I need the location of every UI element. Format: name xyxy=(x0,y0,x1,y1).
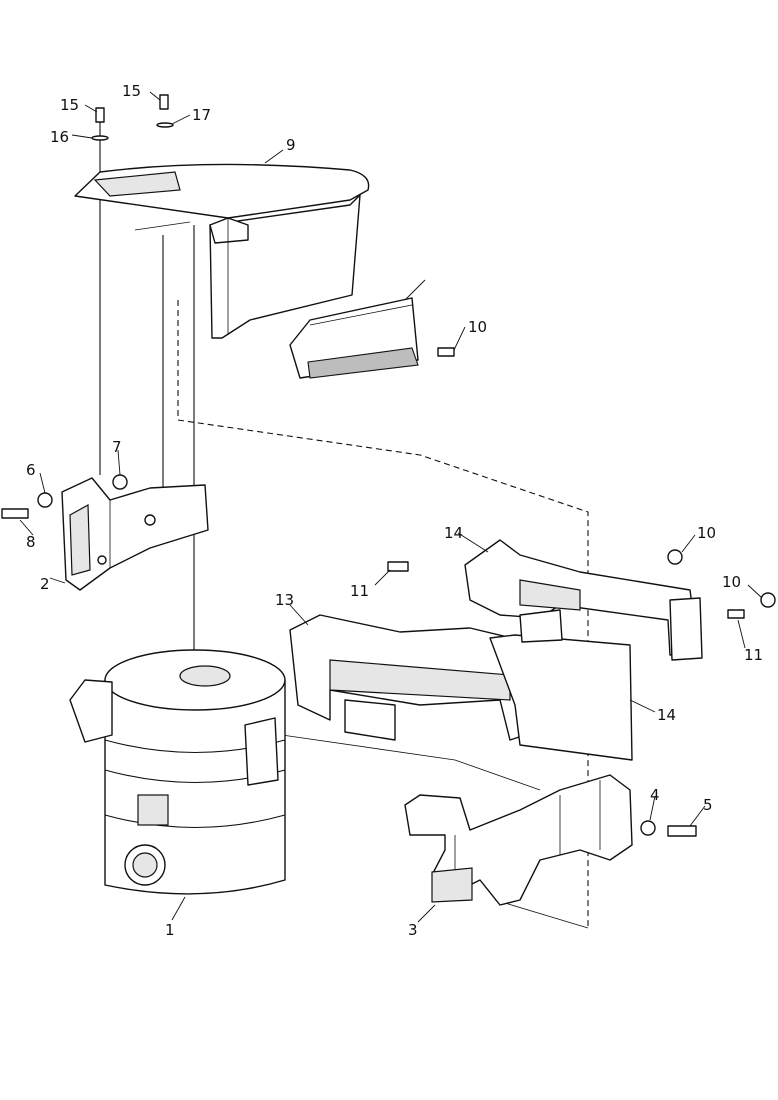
callout-10-top: 10 xyxy=(468,318,487,336)
callout-7: 7 xyxy=(112,438,122,456)
callout-15-right: 17 xyxy=(192,106,211,124)
part-9-cover xyxy=(74,163,370,339)
callout-17: 14 xyxy=(657,706,676,724)
part-16-bracket xyxy=(289,297,419,379)
part-1-cylinder xyxy=(69,649,286,895)
callout-14-right: 15 xyxy=(122,82,141,100)
callout-9: 9 xyxy=(286,136,296,154)
callout-3: 3 xyxy=(408,921,418,939)
part-3-bracket xyxy=(404,774,633,906)
hardware xyxy=(1,94,776,837)
callout-10-mid: 10 xyxy=(697,524,716,542)
part-17-plate xyxy=(489,634,633,761)
callout-4: 4 xyxy=(650,786,660,804)
part-13-frame xyxy=(464,539,703,661)
leader-lines xyxy=(19,91,763,923)
callout-8: 8 xyxy=(26,533,36,551)
callout-2: 2 xyxy=(40,575,50,593)
callout-5: 5 xyxy=(703,796,713,814)
callout-10-right: 10 xyxy=(722,573,741,591)
callout-1: 1 xyxy=(165,921,175,939)
callout-11-left: 11 xyxy=(350,582,369,600)
callout-13: 14 xyxy=(444,524,463,542)
callout-11-right: 11 xyxy=(744,646,763,664)
part-2-bracket xyxy=(61,477,209,591)
callout-12: 13 xyxy=(275,591,294,609)
callout-labels: 15 15 16 17 9 10 7 6 8 2 14 10 11 10 13 … xyxy=(26,82,763,939)
callout-14-left: 15 xyxy=(60,96,79,114)
callout-6: 6 xyxy=(26,461,36,479)
callout-15-left: 16 xyxy=(50,128,69,146)
part-12-frame xyxy=(289,614,526,741)
